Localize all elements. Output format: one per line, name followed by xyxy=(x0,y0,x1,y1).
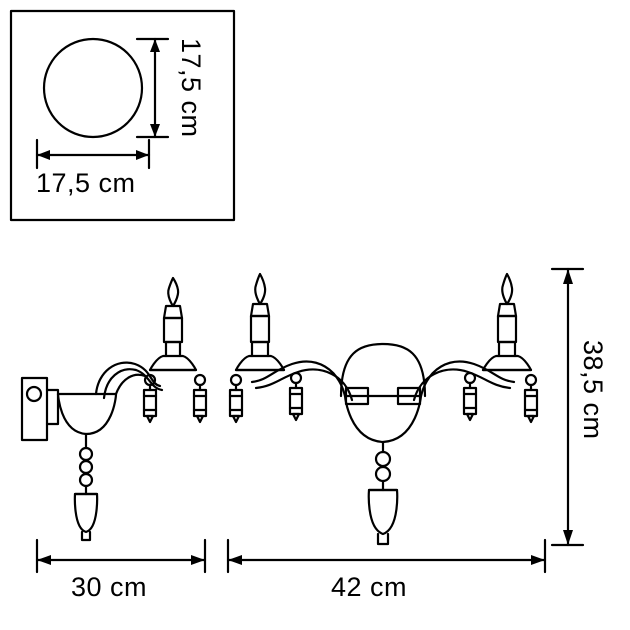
right-left-candle-neck xyxy=(250,340,270,358)
left-rear-arm xyxy=(114,373,147,396)
left-candle-neck xyxy=(164,340,182,358)
right-crystal-b-tip xyxy=(291,412,301,422)
right-backplate-arc xyxy=(339,342,427,398)
height-arrow-top xyxy=(563,269,573,284)
right-drop-bead-d xyxy=(524,373,538,387)
right-left-arm-inner xyxy=(254,368,354,402)
right-crystal-c xyxy=(462,386,478,416)
right-right-candle-top xyxy=(496,302,518,318)
right-left-candle-top xyxy=(249,302,271,318)
right-right-candle-body xyxy=(496,314,518,344)
right-crystal-d xyxy=(523,388,539,418)
right-left-flame xyxy=(254,272,267,306)
left-width-arrow-left xyxy=(37,555,51,565)
top-view-h-arrow-left xyxy=(37,150,50,160)
left-wall-plate xyxy=(20,376,49,442)
left-crystal-a-facets xyxy=(142,394,158,412)
left-fixture-width-label: 30 cm xyxy=(71,572,148,602)
right-left-arm-outer xyxy=(250,360,347,398)
left-bobeche xyxy=(148,354,198,372)
left-drop-bead-b xyxy=(193,373,207,387)
left-width-arrow-right xyxy=(191,555,205,565)
left-bell-pendant xyxy=(73,492,99,534)
top-view-h-arrow-right xyxy=(136,150,149,160)
left-crystal-a-tip xyxy=(145,414,155,424)
left-crystal-a xyxy=(142,388,158,418)
right-fixture-width-label: 42 cm xyxy=(331,572,408,602)
left-plate-detail xyxy=(25,385,43,403)
top-view-width-label: 17,5 cm xyxy=(36,168,136,198)
right-drop-bead-b xyxy=(289,371,303,385)
height-arrow-bottom xyxy=(563,530,573,545)
right-crystal-a-facets xyxy=(228,394,244,412)
right-crystal-d-tip xyxy=(526,414,536,424)
right-left-bobeche xyxy=(234,354,286,372)
right-crystal-c-facets xyxy=(462,392,478,410)
left-bell-tip xyxy=(80,530,92,542)
right-bell-tip xyxy=(376,532,390,546)
right-right-flame xyxy=(501,272,514,306)
left-crystal-b-facets xyxy=(192,394,208,412)
left-arm-curve-inner xyxy=(102,368,164,400)
left-arm-curve xyxy=(94,361,162,396)
right-drop-bead-a xyxy=(229,373,243,387)
right-pendant-bead-1 xyxy=(374,450,392,468)
right-crystal-d-facets xyxy=(523,394,539,412)
top-view-height-label: 17,5 cm xyxy=(176,38,206,138)
left-flame xyxy=(167,276,180,308)
right-left-candle-body xyxy=(249,314,271,344)
left-pendant-bead-2 xyxy=(78,459,94,475)
right-crystal-a xyxy=(228,388,244,418)
left-crystal-b xyxy=(192,388,208,418)
right-crystal-b-facets xyxy=(288,392,304,410)
right-right-arm-inner xyxy=(412,368,512,402)
left-candle-body xyxy=(162,316,184,344)
right-crystal-c-tip xyxy=(465,412,475,422)
left-candle-top xyxy=(162,304,184,320)
right-drop-bead-c xyxy=(463,371,477,385)
right-pendant-bead-2 xyxy=(374,465,392,483)
left-mount-block xyxy=(45,388,60,426)
right-right-bobeche xyxy=(481,354,533,372)
left-bowl xyxy=(56,392,118,436)
left-pendant-bead-3 xyxy=(78,472,94,488)
overall-height-label: 38,5 cm xyxy=(578,340,608,440)
right-width-arrow-right xyxy=(531,555,545,565)
top-view-v-arrow-up xyxy=(150,39,160,52)
right-width-arrow-left xyxy=(228,555,242,565)
top-view-circle xyxy=(42,37,144,139)
right-right-arm-outer xyxy=(419,360,516,398)
right-bell-pendant xyxy=(367,488,399,536)
right-crystal-b xyxy=(288,386,304,416)
left-pendant-bead-1 xyxy=(78,446,94,462)
top-view-v-arrow-down xyxy=(150,124,160,137)
right-crystal-a-tip xyxy=(231,414,241,424)
right-right-candle-neck xyxy=(497,340,517,358)
top-view-frame xyxy=(9,9,236,222)
left-crystal-b-tip xyxy=(195,414,205,424)
